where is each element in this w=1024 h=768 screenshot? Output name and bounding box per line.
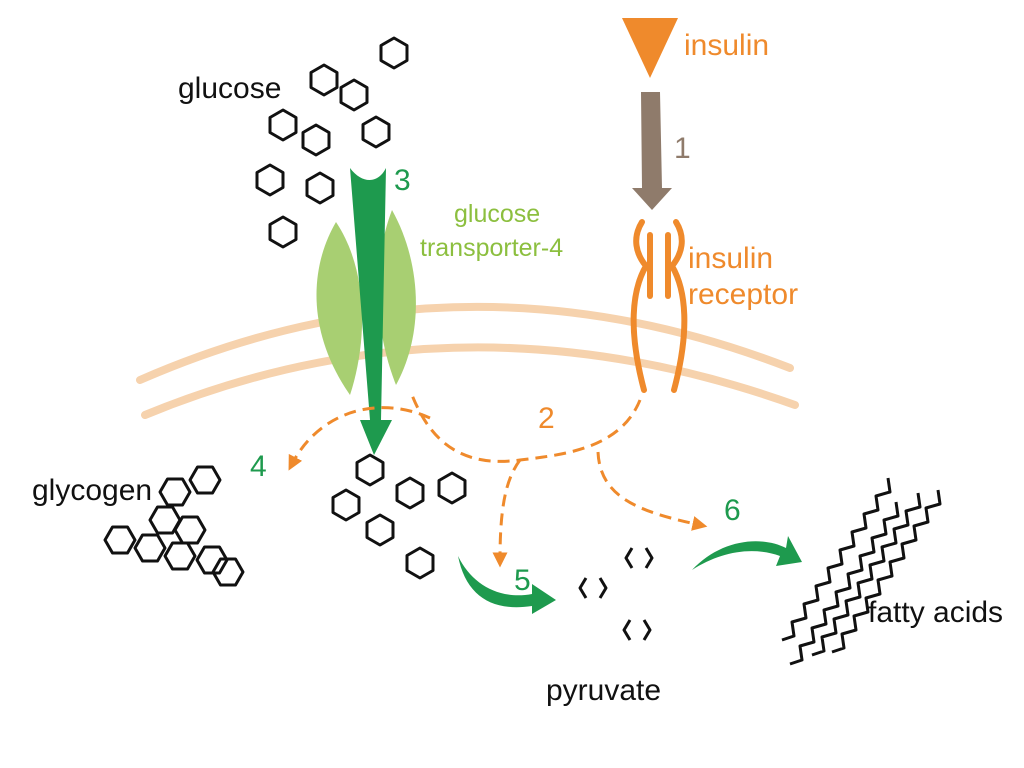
label-insulin-receptor-line1: insulin: [688, 242, 773, 275]
step-4-number: 4: [250, 450, 267, 483]
step-6-arrow: [692, 536, 802, 570]
step-2-signaling-paths: [288, 394, 708, 568]
step-1-arrow: [632, 92, 672, 210]
pyruvate-molecules: [578, 547, 654, 641]
hexagon-icon: [333, 74, 375, 116]
hexagon-icon: [303, 59, 345, 101]
step-2-number: 2: [538, 402, 555, 435]
glucose-transporter-4: [316, 210, 416, 395]
hexagon-icon: [262, 104, 304, 146]
hexagon-icon: [325, 484, 367, 526]
broken-hexagon-icon: [624, 547, 654, 569]
step-6-number: 6: [724, 494, 741, 527]
step-1-number: 1: [674, 132, 691, 165]
cell-membrane: [136, 302, 799, 419]
step-5-number: 5: [514, 564, 531, 597]
label-insulin: insulin: [684, 29, 769, 62]
hexagon-icon: [295, 119, 337, 161]
label-glucose-transporter-line2: transporter-4: [420, 234, 563, 262]
fatty-acids-icon: [781, 477, 942, 666]
glucose-molecules-outside: [249, 32, 415, 253]
label-pyruvate: pyruvate: [546, 674, 661, 707]
hexagon-icon: [262, 211, 304, 253]
hexagon-icon: [373, 32, 415, 74]
hexagon-icon: [389, 472, 431, 514]
hexagon-icon: [249, 159, 291, 201]
label-glycogen: glycogen: [32, 474, 152, 507]
hexagon-icon: [431, 467, 473, 509]
hexagon-icon: [399, 542, 441, 584]
label-fatty-acids: fatty acids: [868, 596, 1003, 629]
broken-hexagon-icon: [622, 619, 652, 641]
step-3-arrow: [350, 168, 392, 455]
insulin-receptor: [630, 219, 688, 393]
hexagon-icon: [355, 111, 397, 153]
label-glucose: glucose: [178, 72, 281, 105]
hexagon-icon: [299, 167, 341, 209]
step-5-arrow: [458, 556, 556, 614]
step-3-number: 3: [394, 164, 411, 197]
hexagon-icon: [359, 509, 401, 551]
insulin-triangle-icon: [622, 18, 678, 78]
glucose-molecules-inside: [325, 449, 473, 584]
label-glucose-transporter-line1: glucose: [454, 200, 540, 228]
hexagon-icon: [349, 449, 391, 491]
label-insulin-receptor-line2: receptor: [688, 278, 798, 311]
broken-hexagon-icon: [578, 577, 608, 599]
